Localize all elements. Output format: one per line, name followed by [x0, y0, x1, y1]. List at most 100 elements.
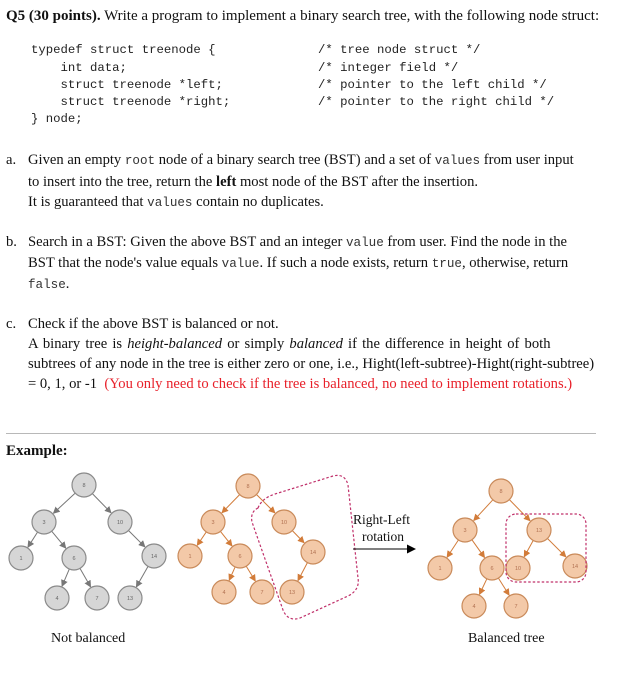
part-b-line-2: BST that the node's value equals value. … [28, 255, 568, 272]
code-line-1: typedef struct treenode { [31, 43, 216, 57]
code-line-5: } node; [31, 112, 83, 126]
tree-edge [61, 568, 70, 587]
tree-edge [196, 531, 207, 547]
tree-node-6: 6 [61, 545, 87, 571]
svg-text:14: 14 [310, 550, 316, 556]
text: . If such a node exists, return [259, 255, 432, 271]
code-false: false [28, 278, 66, 292]
tree-node-4: 4 [44, 585, 70, 611]
example-heading: Example: [6, 443, 68, 459]
tree-edge [128, 530, 146, 548]
tree-node-7: 7 [84, 585, 110, 611]
svg-text:1: 1 [19, 556, 22, 562]
tree-node-8: 8 [488, 478, 514, 504]
text: Given an empty [28, 152, 125, 168]
tree-node-10: 10 [107, 509, 133, 535]
text: contain no duplicates. [192, 194, 324, 210]
svg-text:6: 6 [490, 566, 493, 572]
svg-text:10: 10 [515, 566, 521, 572]
balanced-tree: 8 3 13 1 6 10 14 4 7 [427, 478, 588, 619]
part-c-line-1: Check if the above BST is balanced or no… [28, 316, 279, 332]
tree-node-3: 3 [452, 517, 478, 543]
tree-edge [135, 566, 149, 588]
tree-edge [509, 499, 531, 522]
tree-node-1: 1 [177, 543, 203, 569]
code-comment-1: /* tree node struct */ [318, 43, 481, 57]
tree-edge [497, 577, 510, 596]
tree-edge [228, 566, 236, 582]
question-intro: Write a program to implement a binary se… [100, 8, 600, 24]
rotation-label-2: rotation [362, 529, 404, 544]
svg-text:14: 14 [151, 554, 157, 560]
tree-edge [471, 539, 486, 559]
divider [6, 433, 596, 434]
code-values: values [434, 154, 481, 168]
text: A binary tree is [28, 336, 128, 352]
tree-node-8: 8 [71, 472, 97, 498]
text: or simply [222, 336, 290, 352]
code-true: true [431, 257, 462, 271]
text: Search in a BST: Given the above BST and… [28, 234, 346, 250]
tree-node-13: 13 [526, 517, 552, 543]
tree-node-10: 10 [505, 555, 531, 581]
part-c-line-4: = 0, 1, or -1 (You only need to check if… [28, 376, 572, 393]
text: if the difference in height of both [342, 336, 551, 352]
svg-text:8: 8 [82, 483, 85, 489]
svg-text:13: 13 [127, 596, 133, 602]
part-a-line-2: to insert into the tree, return the left… [28, 174, 478, 191]
tree-edge [52, 492, 76, 514]
tree-edge [547, 538, 567, 558]
tree-node-13: 13 [117, 585, 143, 611]
tree-node-3: 3 [31, 509, 57, 535]
tree-node-14: 14 [562, 553, 588, 579]
question-title: Q5 (30 points). Write a program to imple… [6, 8, 599, 25]
svg-text:1: 1 [438, 566, 441, 572]
unbalanced-tree-gray: 8 3 10 1 6 14 4 7 13 [8, 472, 167, 611]
caption-balanced-tree: Balanced tree [468, 631, 545, 646]
svg-text:3: 3 [42, 520, 45, 526]
tree-node-10: 10 [271, 509, 297, 535]
tree-edge [221, 494, 240, 514]
italic-balanced: balanced [289, 336, 343, 352]
svg-text:4: 4 [55, 596, 58, 602]
tree-edge [27, 531, 38, 548]
code-root: root [124, 154, 156, 168]
code-comment-3: /* pointer to the left child */ [318, 78, 547, 92]
code-value: value [221, 257, 260, 271]
part-a-line-3: It is guaranteed that values contain no … [28, 194, 324, 211]
tree-node-1: 1 [8, 545, 34, 571]
red-note: (You only need to check if the tree is b… [104, 376, 573, 392]
tree-node-14: 14 [300, 539, 326, 565]
svg-text:10: 10 [281, 520, 287, 526]
text: = 0, 1, or -1 [28, 376, 105, 392]
svg-text:7: 7 [260, 590, 263, 596]
tree-node-4: 4 [211, 579, 237, 605]
part-a-line-1: Given an empty root node of a binary sea… [28, 152, 574, 169]
code-value: value [345, 236, 384, 250]
tree-node-4: 4 [461, 593, 487, 619]
tree-edge [51, 530, 67, 549]
tree-node-6: 6 [479, 555, 505, 581]
svg-text:3: 3 [463, 528, 466, 534]
part-a-marker: a. [6, 152, 17, 168]
tree-edge [79, 568, 92, 588]
part-c-marker: c. [6, 316, 17, 332]
bold-left: left [216, 174, 237, 190]
tree-node-13: 13 [279, 579, 305, 605]
tree-edge [523, 540, 534, 558]
tree-edge [245, 565, 256, 582]
text: . [65, 276, 70, 292]
code-line-3: struct treenode *left; [31, 78, 223, 92]
tree-edge [297, 562, 308, 582]
dashed-highlight-right-subtree [251, 474, 359, 620]
text: , otherwise, return [461, 255, 569, 271]
tree-node-7: 7 [503, 593, 529, 619]
svg-text:4: 4 [472, 604, 475, 610]
tree-edge [291, 530, 305, 544]
svg-text:8: 8 [499, 489, 502, 495]
rotation-label-1: Right-Left [353, 512, 410, 527]
question-number: Q5 (30 points). [6, 8, 101, 24]
svg-text:6: 6 [72, 556, 75, 562]
part-c-line-3: subtrees of any node in the tree is eith… [28, 356, 595, 372]
